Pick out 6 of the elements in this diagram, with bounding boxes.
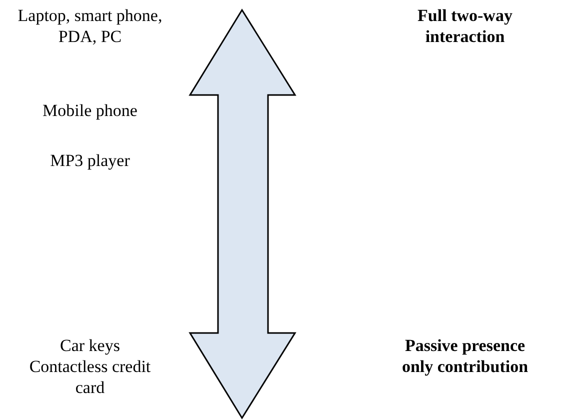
level-label: Full two-way interaction — [416, 5, 514, 47]
device-label: Mobile phone — [42, 100, 138, 121]
device-label: Laptop, smart phone, PDA, PC — [16, 5, 164, 47]
device-label: Car keys Contactless credit card — [28, 335, 152, 398]
device-label: MP3 player — [49, 150, 131, 171]
level-label: Passive presence only contribution — [400, 335, 530, 377]
